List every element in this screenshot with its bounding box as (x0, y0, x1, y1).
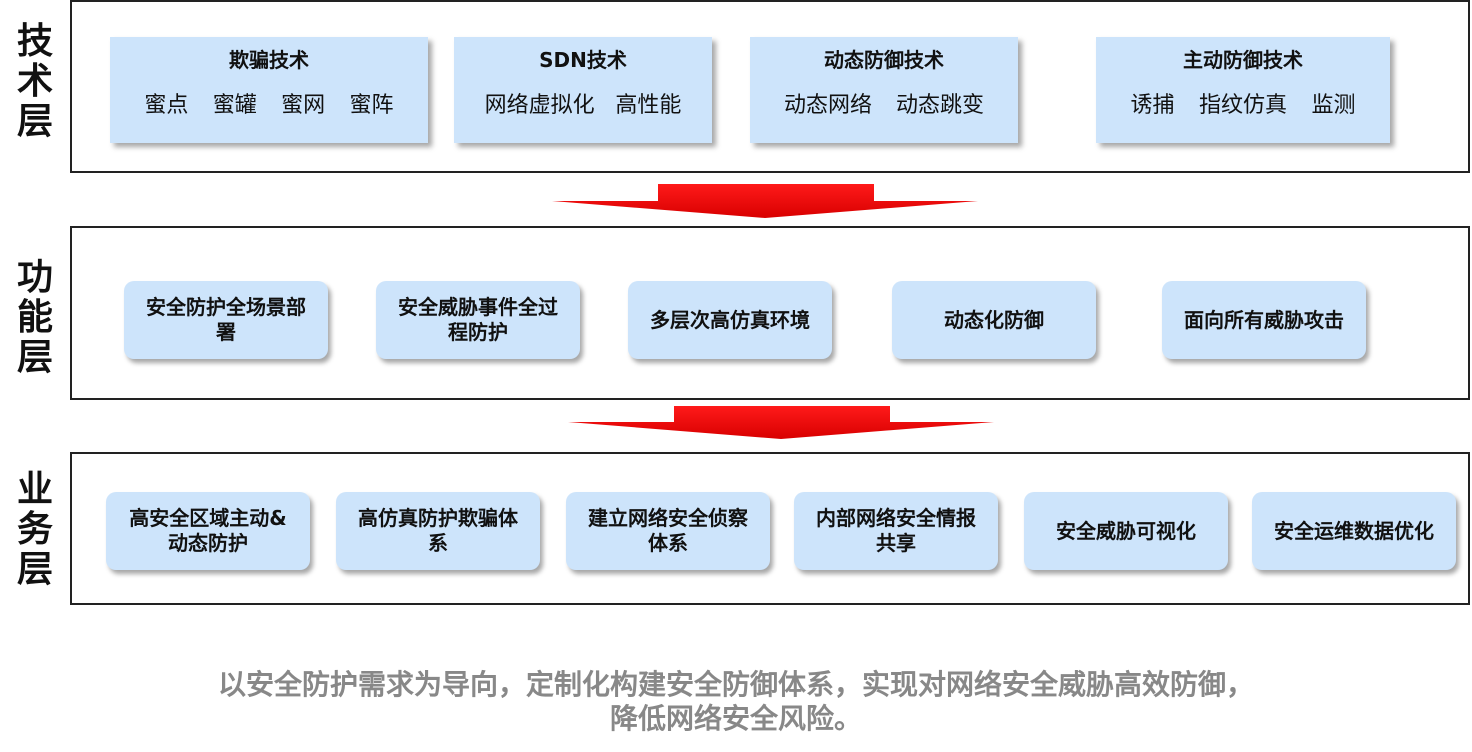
business-item: 内部网络安全情报共享 (794, 492, 998, 570)
tech-card-title: 主动防御技术 (1183, 48, 1303, 72)
caption-line-2: 降低网络安全风险。 (609, 702, 862, 735)
tech-item: 监测 (1311, 93, 1356, 118)
tech-item: 动态跳变 (895, 93, 984, 118)
tech-item: 动态网络 (783, 93, 872, 118)
tech-item: 蜜罐 (212, 93, 257, 118)
tech-item: 蜜阵 (349, 93, 394, 118)
business-item: 安全威胁可视化 (1024, 492, 1228, 570)
down-arrow-1 (552, 184, 978, 218)
tech-card-title: 动态防御技术 (824, 48, 944, 72)
tech-item: 蜜网 (281, 93, 326, 118)
function-item: 多层次高仿真环境 (628, 281, 832, 359)
function-item: 安全威胁事件全过程防护 (376, 281, 580, 359)
business-layer-box: 高安全区域主动&动态防护 高仿真防护欺骗体系 建立网络安全侦察体系 内部网络安全… (70, 452, 1470, 605)
function-item: 安全防护全场景部署 (124, 281, 328, 359)
business-item: 高安全区域主动&动态防护 (106, 492, 310, 570)
function-layer-label: 功 能 层 (16, 257, 53, 378)
function-layer-box: 安全防护全场景部署 安全威胁事件全过程防护 多层次高仿真环境 动态化防御 面向所… (70, 226, 1470, 400)
tech-item: 诱捕 (1130, 93, 1175, 118)
caption-line-1: 以安全防护需求为导向，定制化构建安全防御体系，实现对网络安全威胁高效防御， (217, 668, 1254, 701)
tech-card-sdn: SDN技术 网络虚拟化 高性能 (454, 37, 712, 143)
business-item: 高仿真防护欺骗体系 (336, 492, 540, 570)
tech-card-active-defense: 主动防御技术 诱捕 指纹仿真 监测 (1096, 37, 1390, 143)
summary-caption: 以安全防护需求为导向，定制化构建安全防御体系，实现对网络安全威胁高效防御， 降低… (0, 668, 1472, 736)
tech-card-dynamic-defense: 动态防御技术 动态网络 动态跳变 (750, 37, 1018, 143)
tech-item: 蜜点 (144, 93, 189, 118)
tech-layer-label: 技 术 层 (16, 21, 53, 142)
business-item: 建立网络安全侦察体系 (566, 492, 770, 570)
tech-item: 高性能 (615, 93, 682, 118)
function-item: 面向所有威胁攻击 (1162, 281, 1366, 359)
function-item: 动态化防御 (892, 281, 1096, 359)
down-arrow-2 (568, 406, 994, 439)
business-item: 安全运维数据优化 (1252, 492, 1456, 570)
business-layer-label: 业 务 层 (16, 469, 53, 590)
tech-card-deception: 欺骗技术 蜜点 蜜罐 蜜网 蜜阵 (110, 37, 428, 143)
tech-item: 网络虚拟化 (484, 93, 595, 118)
tech-item: 指纹仿真 (1198, 93, 1287, 118)
tech-layer-box: 欺骗技术 蜜点 蜜罐 蜜网 蜜阵 SDN技术 网络虚拟化 高性能 动态防御技术 … (70, 0, 1470, 173)
tech-card-title: SDN技术 (539, 48, 627, 72)
tech-card-title: 欺骗技术 (229, 48, 309, 72)
